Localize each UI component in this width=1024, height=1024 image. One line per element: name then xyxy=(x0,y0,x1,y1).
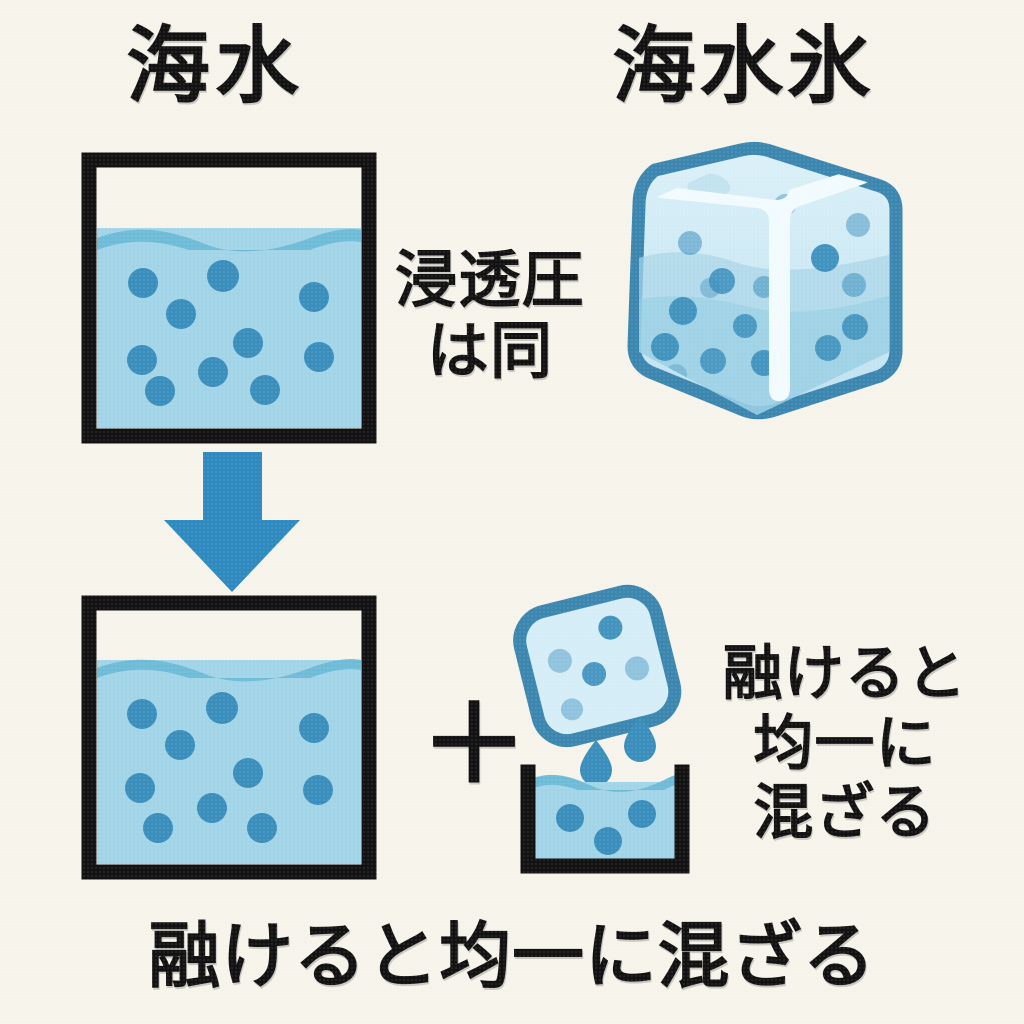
small-beaker-icon xyxy=(520,764,690,874)
melt-note: 融けると 均一に 混ざる xyxy=(690,639,1000,849)
down-arrow-icon xyxy=(164,452,300,592)
beaker-seawater-icon xyxy=(81,152,377,444)
bottom-caption: 融けると均一に混ざる xyxy=(148,914,876,998)
melting-ice-cube-icon xyxy=(513,584,682,748)
water-droplet-icon xyxy=(580,716,656,786)
salt-dots xyxy=(125,692,333,843)
title-seawater: 海水 xyxy=(126,17,305,115)
title-seaice: 海水氷 xyxy=(612,17,875,115)
beaker-seawater-mixed-icon xyxy=(81,595,377,880)
osmotic-line-2: は同 xyxy=(426,313,554,387)
melt-line-1: 融けると xyxy=(722,639,968,709)
ice-cube-icon xyxy=(627,141,903,420)
melt-line-2: 均一に xyxy=(753,708,937,779)
osmotic-line-1: 浸透圧 xyxy=(395,243,585,316)
plus-icon: ＋ xyxy=(420,683,531,808)
salt-dots xyxy=(127,260,334,406)
osmotic-pressure-note: 浸透圧 は同 xyxy=(380,243,600,387)
melt-line-3: 混ざる xyxy=(753,778,937,849)
